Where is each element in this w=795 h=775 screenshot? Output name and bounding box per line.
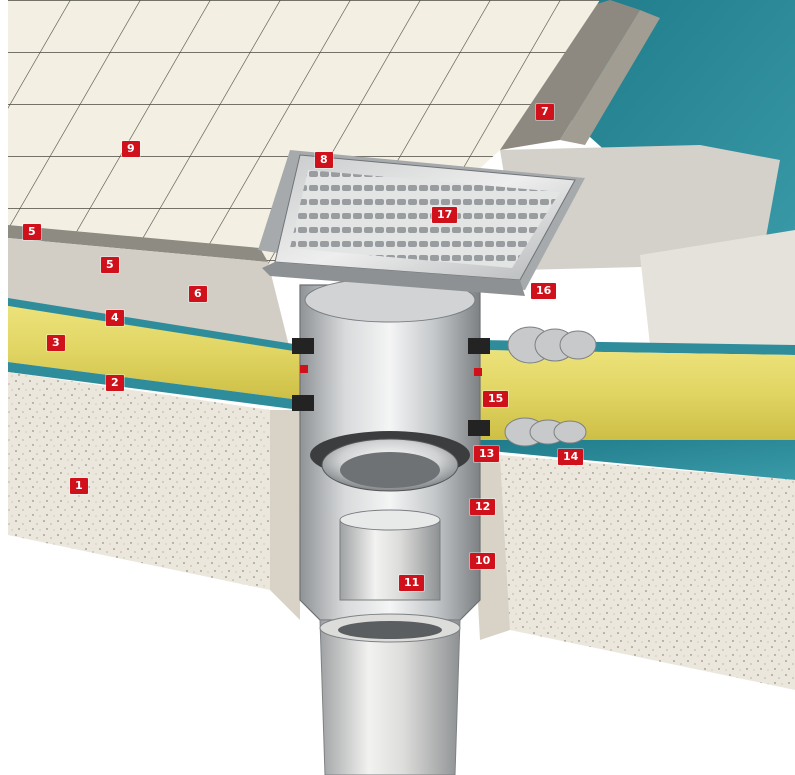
callout-9: 9 bbox=[122, 141, 140, 157]
callout-3: 3 bbox=[47, 335, 65, 351]
callout-5-lower: 5 bbox=[101, 257, 119, 273]
callout-16: 16 bbox=[531, 283, 557, 299]
callout-10: 10 bbox=[470, 553, 496, 569]
callout-11: 11 bbox=[399, 575, 425, 591]
callout-7: 7 bbox=[536, 104, 554, 120]
callout-15: 15 bbox=[483, 391, 509, 407]
callout-4: 4 bbox=[106, 310, 124, 326]
callout-5-upper: 5 bbox=[23, 224, 41, 240]
callout-13: 13 bbox=[474, 446, 500, 462]
callout-2: 2 bbox=[106, 375, 124, 391]
callout-12: 12 bbox=[470, 499, 496, 515]
callout-8: 8 bbox=[315, 152, 333, 168]
callout-6: 6 bbox=[189, 286, 207, 302]
callout-14: 14 bbox=[558, 449, 584, 465]
callout-17: 17 bbox=[432, 207, 458, 223]
callout-1: 1 bbox=[70, 478, 88, 494]
